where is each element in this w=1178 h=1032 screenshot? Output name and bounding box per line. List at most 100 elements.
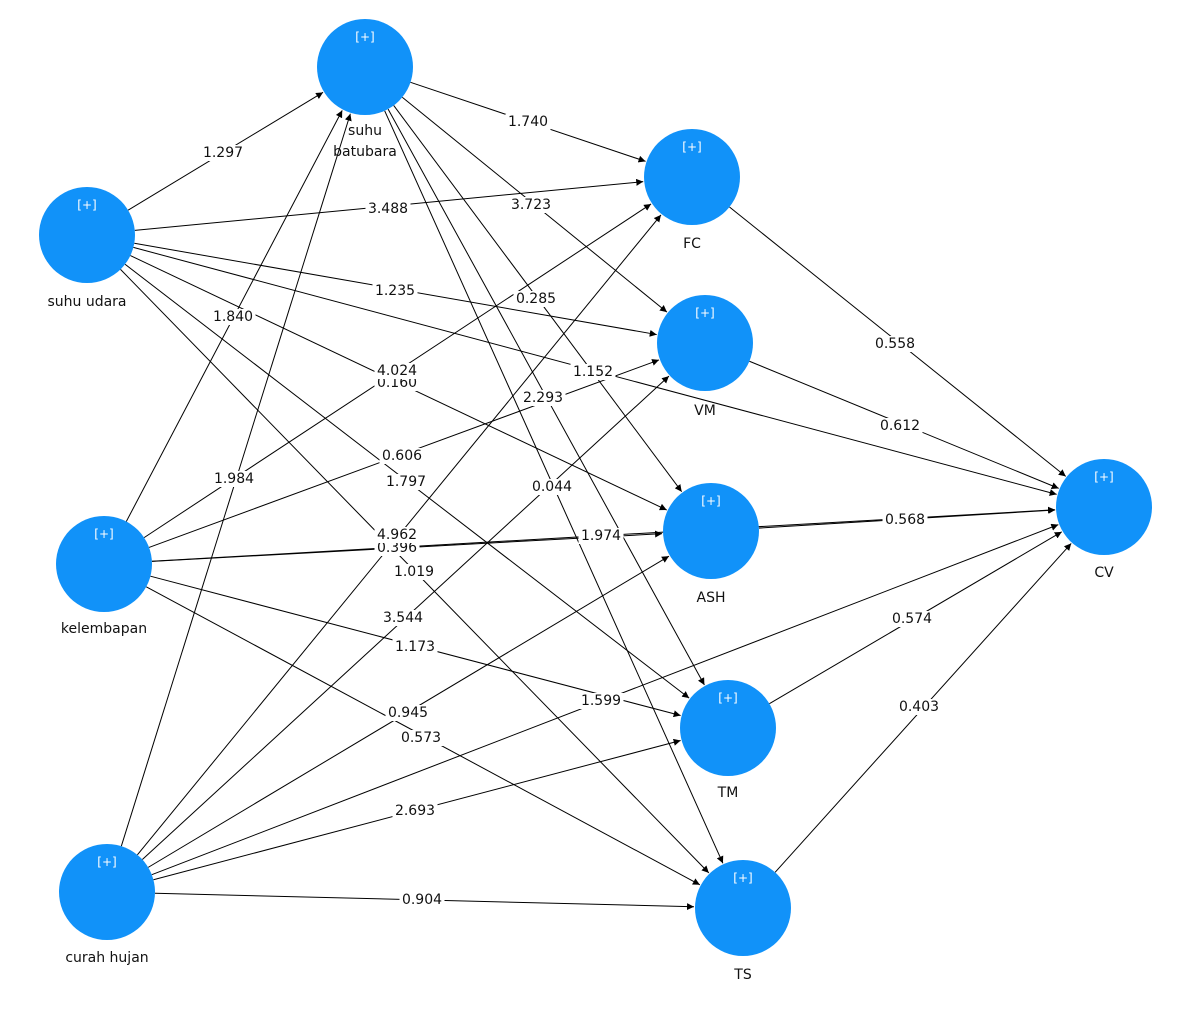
edge-label-fc-to-cv: 0.558 — [872, 336, 918, 352]
edge-label-ts-to-cv: 0.403 — [896, 699, 942, 715]
edge-label-kelembapan-to-vm: 0.606 — [379, 448, 425, 464]
edge-label-background — [211, 471, 257, 487]
node-label: TS — [733, 967, 752, 983]
edge-label-background — [374, 527, 420, 543]
construct-circle[interactable] — [644, 129, 740, 225]
node-suhu-udara[interactable]: [+] suhu udara — [39, 187, 135, 310]
node-ts[interactable]: [+] TS — [695, 860, 791, 983]
edge-label-background — [385, 705, 431, 721]
edge-weight: 0.606 — [382, 448, 422, 464]
edge-label-vm-to-cv: 0.612 — [877, 418, 923, 434]
construct-circle[interactable] — [680, 680, 776, 776]
edge-label-background — [872, 336, 918, 352]
node-tm[interactable]: [+] TM — [680, 680, 776, 801]
edges-layer — [120, 81, 1072, 911]
edge-weight: 2.293 — [523, 390, 563, 406]
expand-icon[interactable]: [+] — [355, 30, 374, 44]
node-kelembapan[interactable]: [+] kelembapan — [56, 516, 152, 637]
construct-circle[interactable] — [663, 483, 759, 579]
edge-label-background — [520, 390, 566, 406]
edge-weight: 1.152 — [573, 364, 613, 380]
edge-weight: 0.945 — [388, 705, 428, 721]
edge-labels-layer: 1.2973.4881.2350.1601.7970.3961.1521.740… — [200, 114, 942, 908]
edge-label-kelembapan-to-cv: 1.974 — [578, 528, 624, 544]
edge-weight: 0.558 — [875, 336, 915, 352]
expand-icon[interactable]: [+] — [718, 691, 737, 705]
edge-label-background — [210, 309, 256, 325]
edge-weight: 3.723 — [511, 197, 551, 213]
expand-icon[interactable]: [+] — [1094, 470, 1113, 484]
edge-weight: 0.904 — [402, 892, 442, 908]
expand-icon[interactable]: [+] — [682, 140, 701, 154]
node-ash[interactable]: [+] ASH — [663, 483, 759, 606]
node-label: suhu udara — [47, 294, 126, 310]
edge-label-kelembapan-to-tm: 1.173 — [392, 639, 438, 655]
expand-icon[interactable]: [+] — [701, 494, 720, 508]
edge-label-suhu-batubara-to-fc: 1.740 — [505, 114, 551, 130]
expand-icon[interactable]: [+] — [695, 306, 714, 320]
edge-weight: 0.573 — [401, 730, 441, 746]
construct-circle[interactable] — [39, 187, 135, 283]
construct-circle[interactable] — [56, 516, 152, 612]
edge-weight: 0.044 — [532, 479, 572, 495]
edge-label-background — [372, 283, 418, 299]
edge-weight: 1.840 — [213, 309, 253, 325]
node-label: kelembapan — [61, 621, 147, 637]
edge-label-kelembapan-to-fc: 4.024 — [374, 363, 420, 379]
edge-weight: 3.544 — [383, 610, 423, 626]
edge-label-suhu-batubara-to-vm: 3.723 — [508, 197, 554, 213]
node-label: FC — [683, 236, 701, 252]
edge-label-background — [889, 611, 935, 627]
node-label: ASH — [697, 590, 726, 606]
edge-label-suhu-udara-to-ts: 0.396 — [374, 540, 420, 556]
construct-circle[interactable] — [1056, 459, 1152, 555]
edge-weight: 1.984 — [214, 471, 254, 487]
edge-weight: 0.403 — [899, 699, 939, 715]
edge-weight: 1.974 — [581, 528, 621, 544]
edge-label-background — [578, 528, 624, 544]
edge-label-kelembapan-to-suhu-batubara: 1.840 — [210, 309, 256, 325]
expand-icon[interactable]: [+] — [94, 527, 113, 541]
node-cv[interactable]: [+] CV — [1056, 459, 1152, 581]
edge-label-background — [896, 699, 942, 715]
construct-circle[interactable] — [317, 19, 413, 115]
edge-label-curah-hujan-to-vm: 1.019 — [391, 564, 437, 580]
edge-label-suhu-batubara-to-ash: 0.285 — [513, 291, 559, 307]
edge-weight: 1.599 — [581, 693, 621, 709]
node-vm[interactable]: [+]VM — [657, 295, 753, 419]
edge-weight: 1.235 — [375, 283, 415, 299]
edge-label-background — [392, 639, 438, 655]
edge-label-background — [505, 114, 551, 130]
edge-label-background — [877, 418, 923, 434]
node-curah-hujan[interactable]: [+] curah hujan — [59, 844, 155, 966]
edge-label-background — [570, 364, 616, 380]
expand-icon[interactable]: [+] — [97, 855, 116, 869]
edge-label-background — [513, 291, 559, 307]
edge-label-background — [529, 479, 575, 495]
construct-circle[interactable] — [695, 860, 791, 956]
node-label: CV — [1094, 565, 1114, 581]
construct-circle[interactable] — [59, 844, 155, 940]
edge-label-suhu-batubara-to-tm: 2.293 — [520, 390, 566, 406]
edge-label-curah-hujan-to-suhu-batubara: 1.984 — [211, 471, 257, 487]
edge-label-suhu-udara-to-fc: 3.488 — [365, 201, 411, 217]
expand-icon[interactable]: [+] — [733, 871, 752, 885]
node-label: curah hujan — [65, 950, 148, 966]
edge-label-ash-to-cv: 0.568 — [882, 512, 928, 528]
edge-label-background — [398, 730, 444, 746]
edge-label-background — [365, 201, 411, 217]
edge-weight: 0.285 — [516, 291, 556, 307]
edge-weight: 4.024 — [377, 363, 417, 379]
edge-weight: 3.488 — [368, 201, 408, 217]
edge-label-background — [374, 363, 420, 379]
edge-weight: 2.693 — [395, 803, 435, 819]
node-label: TM — [717, 785, 739, 801]
edge-label-background — [508, 197, 554, 213]
construct-circle[interactable] — [657, 295, 753, 391]
edge-weight: 0.568 — [885, 512, 925, 528]
edge-weight: 1.297 — [203, 145, 243, 161]
expand-icon[interactable]: [+] — [77, 198, 96, 212]
node-fc[interactable]: [+] FC — [644, 129, 740, 252]
